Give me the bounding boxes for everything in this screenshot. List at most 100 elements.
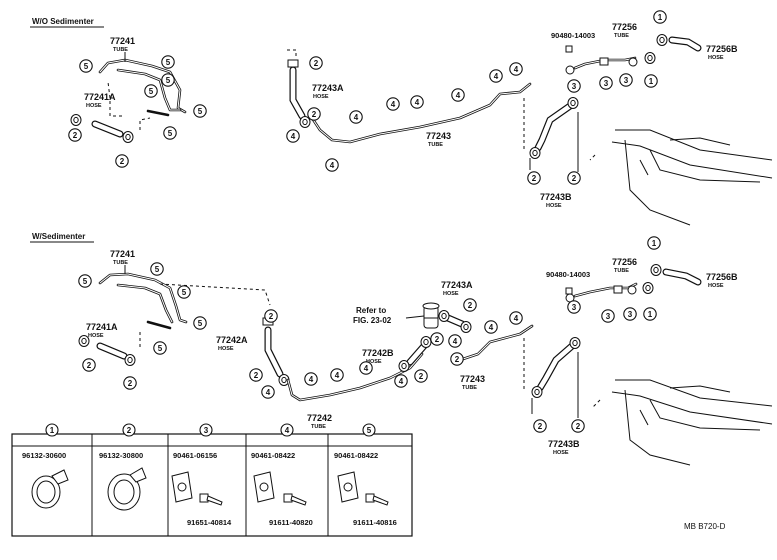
legend-num: 4 [285, 426, 290, 435]
svg-text:4: 4 [456, 91, 461, 100]
callout-3: 3 [567, 300, 581, 314]
hose-77243B-bottom [531, 337, 581, 398]
svg-text:2: 2 [87, 361, 92, 370]
svg-text:4: 4 [330, 161, 335, 170]
callout-2: 2 [527, 171, 541, 185]
svg-text:4: 4 [494, 72, 499, 81]
svg-text:4: 4 [364, 364, 369, 373]
callout-2: 2 [430, 332, 444, 346]
legend-num: 1 [50, 426, 55, 435]
svg-text:2: 2 [435, 335, 440, 344]
legend-part-5a: 90461-08422 [334, 451, 378, 460]
label-77241: 77241 [110, 36, 135, 46]
hose-77243B-top [529, 97, 579, 159]
section-title-with-sedimenter: W/Sedimenter [32, 232, 85, 241]
callout-5: 5 [161, 73, 175, 87]
callout-3: 3 [623, 307, 637, 321]
tube-77256-top [565, 45, 638, 75]
callout-4: 4 [451, 88, 465, 102]
svg-text:1: 1 [652, 239, 657, 248]
svg-text:4: 4 [335, 371, 340, 380]
callout-2: 2 [533, 419, 547, 433]
callout-4: 4 [330, 368, 344, 382]
label-77242-sub: TUBE [311, 424, 326, 430]
figure-code: MB B720-D [684, 522, 726, 531]
svg-text:2: 2 [314, 59, 319, 68]
svg-text:2: 2 [576, 422, 581, 431]
svg-text:1: 1 [658, 13, 663, 22]
svg-text:4: 4 [514, 314, 519, 323]
svg-text:5: 5 [198, 107, 203, 116]
hose-clamp-icon [31, 469, 69, 509]
svg-text:2: 2 [468, 301, 473, 310]
svg-text:3: 3 [624, 76, 629, 85]
legend-part-2: 96132-30800 [99, 451, 143, 460]
svg-text:1: 1 [648, 310, 653, 319]
svg-text:3: 3 [572, 82, 577, 91]
label-77242: 77242 [307, 413, 332, 423]
callout-4: 4 [359, 361, 373, 375]
bolt-icon [199, 493, 223, 506]
label-77243A-bottom-sub: HOSE [443, 291, 459, 297]
hose-77256B-top [644, 34, 702, 64]
legend-num: 2 [127, 426, 132, 435]
svg-text:2: 2 [532, 174, 537, 183]
section-title-without-sedimenter: W/O Sedimenter [32, 17, 94, 26]
label-77256-top: 77256 [612, 22, 637, 32]
hose-77256B-bottom [642, 264, 702, 294]
svg-text:4: 4 [266, 388, 271, 397]
label-77242A: 77242A [216, 335, 248, 345]
legend-part-4b: 91611-40820 [269, 518, 313, 527]
callout-3: 3 [599, 76, 613, 90]
callout-5: 5 [161, 55, 175, 69]
callout-2: 2 [123, 376, 137, 390]
callout-1: 1 [644, 74, 658, 88]
label-77243B-top: 77243B [540, 192, 572, 202]
svg-text:5: 5 [166, 76, 171, 85]
callout-2: 2 [249, 368, 263, 382]
svg-text:4: 4 [354, 113, 359, 122]
legend-header-1: 1 [45, 423, 59, 437]
hose-clamp-icon [107, 467, 147, 511]
label-77256-top-sub: TUBE [614, 33, 629, 39]
label-77243A: 77243A [312, 83, 344, 93]
svg-text:5: 5 [83, 277, 88, 286]
svg-text:5: 5 [168, 129, 173, 138]
hose-77243A-bottom [438, 310, 472, 333]
callout-1: 1 [643, 307, 657, 321]
callout-2: 2 [68, 128, 82, 142]
label-77243: 77243 [426, 131, 451, 141]
refer-note-line1: Refer to [356, 306, 386, 315]
callout-2: 2 [115, 154, 129, 168]
label-77256B-top: 77256B [706, 44, 738, 54]
callout-2: 2 [414, 369, 428, 383]
label-77243B-bottom: 77243B [548, 439, 580, 449]
label-77243A-sub: HOSE [313, 94, 329, 100]
legend-header-2: 2 [122, 423, 136, 437]
label-77242A-sub: HOSE [218, 346, 234, 352]
callout-2: 2 [307, 107, 321, 121]
svg-text:5: 5 [149, 87, 154, 96]
hose-77242A [262, 317, 290, 386]
legend-header-3: 3 [199, 423, 213, 437]
callout-4: 4 [489, 69, 503, 83]
callout-2: 2 [309, 56, 323, 70]
callout-2: 2 [567, 171, 581, 185]
svg-text:5: 5 [84, 62, 89, 71]
callout-4: 4 [509, 311, 523, 325]
label-77242B: 77242B [362, 348, 394, 358]
hose-77242B [398, 336, 432, 372]
tube-clip-icon [337, 471, 359, 503]
svg-text:2: 2 [312, 110, 317, 119]
callout-4: 4 [261, 385, 275, 399]
callout-3: 3 [601, 309, 615, 323]
svg-text:1: 1 [649, 77, 654, 86]
legend-part-4a: 90461-08422 [251, 451, 295, 460]
tube-77241-bottom [98, 272, 188, 330]
callout-5: 5 [144, 84, 158, 98]
callout-5: 5 [163, 126, 177, 140]
svg-text:2: 2 [572, 174, 577, 183]
callout-5: 5 [193, 316, 207, 330]
svg-text:5: 5 [155, 265, 160, 274]
